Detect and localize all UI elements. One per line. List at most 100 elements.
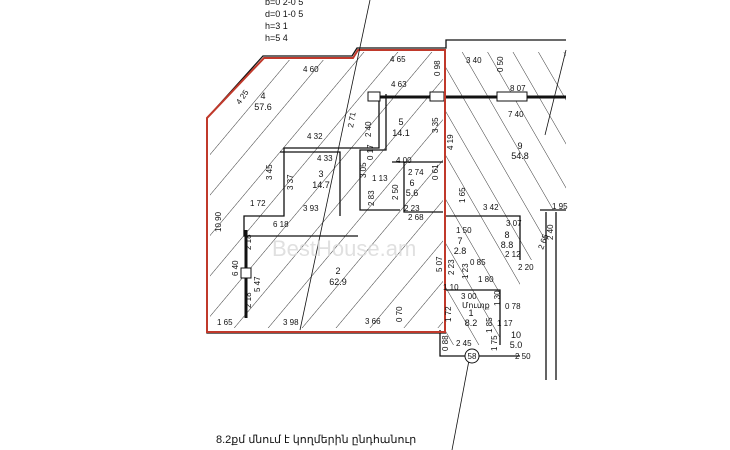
svg-text:2 18: 2 18 bbox=[244, 234, 253, 250]
svg-text:4 60: 4 60 bbox=[303, 65, 319, 74]
svg-text:3 45: 3 45 bbox=[265, 164, 274, 180]
svg-text:9: 9 bbox=[517, 141, 522, 151]
svg-text:7 40: 7 40 bbox=[508, 110, 524, 119]
svg-text:3 66: 3 66 bbox=[365, 317, 381, 326]
svg-text:10: 10 bbox=[511, 330, 521, 340]
svg-text:14.1: 14.1 bbox=[392, 128, 410, 138]
svg-text:5.6: 5.6 bbox=[406, 188, 419, 198]
svg-text:14.7: 14.7 bbox=[312, 180, 330, 190]
window bbox=[429, 91, 445, 102]
svg-text:0 61: 0 61 bbox=[431, 164, 440, 180]
svg-text:2: 2 bbox=[335, 266, 340, 276]
svg-text:3 40: 3 40 bbox=[466, 56, 482, 65]
svg-text:1 72: 1 72 bbox=[444, 306, 453, 322]
svg-text:4 33: 4 33 bbox=[317, 154, 333, 163]
svg-text:1 72: 1 72 bbox=[250, 199, 266, 208]
svg-text:2 50: 2 50 bbox=[515, 352, 531, 361]
note-line: b=0 2-0 5 bbox=[265, 0, 304, 7]
room-7: 72.8 bbox=[454, 236, 467, 256]
svg-text:3 05: 3 05 bbox=[359, 162, 368, 178]
room-8: 88.8 bbox=[501, 230, 514, 250]
svg-text:2 68: 2 68 bbox=[408, 213, 424, 222]
svg-text:4 32: 4 32 bbox=[307, 132, 323, 141]
svg-text:1 80: 1 80 bbox=[478, 275, 494, 284]
svg-text:Մուտք: Մուտք bbox=[462, 301, 490, 310]
svg-text:4 19: 4 19 bbox=[446, 134, 455, 150]
svg-text:3 93: 3 93 bbox=[303, 204, 319, 213]
svg-text:1 85: 1 85 bbox=[485, 317, 494, 333]
svg-text:8.2: 8.2 bbox=[465, 318, 478, 328]
svg-text:1 95: 1 95 bbox=[552, 202, 568, 211]
svg-text:7: 7 bbox=[457, 236, 462, 246]
svg-text:0 78: 0 78 bbox=[505, 302, 521, 311]
svg-text:1 10: 1 10 bbox=[443, 283, 459, 292]
svg-text:5 07: 5 07 bbox=[435, 256, 444, 272]
svg-text:5 47: 5 47 bbox=[253, 276, 262, 292]
svg-text:54.8: 54.8 bbox=[511, 151, 529, 161]
svg-text:3 42: 3 42 bbox=[483, 203, 499, 212]
room-9: 954.8 bbox=[511, 141, 529, 161]
room-5: 514.1 bbox=[392, 117, 410, 138]
svg-text:0 88: 0 88 bbox=[441, 335, 450, 351]
svg-text:2 83: 2 83 bbox=[367, 190, 376, 206]
window bbox=[496, 91, 528, 102]
svg-text:2 50: 2 50 bbox=[391, 184, 400, 200]
room-10: 105.0 bbox=[510, 330, 523, 350]
leader-line bbox=[451, 354, 471, 450]
neighbor-hatch bbox=[446, 52, 566, 345]
apartment-boundary bbox=[206, 49, 446, 333]
svg-text:3: 3 bbox=[318, 169, 323, 179]
svg-text:3 07: 3 07 bbox=[506, 219, 522, 228]
svg-text:1 75: 1 75 bbox=[490, 335, 499, 351]
svg-text:6 40: 6 40 bbox=[231, 260, 240, 276]
svg-text:4 65: 4 65 bbox=[390, 55, 406, 64]
note-line: d=0 1-0 5 bbox=[265, 9, 304, 19]
svg-text:2 40: 2 40 bbox=[546, 224, 555, 240]
svg-text:0 98: 0 98 bbox=[433, 60, 442, 76]
svg-text:3 35: 3 35 bbox=[431, 117, 440, 133]
svg-text:58: 58 bbox=[468, 352, 477, 361]
svg-text:8 07: 8 07 bbox=[510, 84, 526, 93]
svg-text:2 74: 2 74 bbox=[408, 168, 424, 177]
svg-text:8.8: 8.8 bbox=[501, 240, 514, 250]
window bbox=[367, 91, 381, 102]
svg-text:6 18: 6 18 bbox=[273, 220, 289, 229]
svg-text:0 17: 0 17 bbox=[366, 144, 375, 160]
room-3: 314.7 bbox=[312, 169, 330, 190]
column bbox=[240, 267, 252, 279]
svg-text:0 50: 0 50 bbox=[496, 56, 505, 72]
room-2: 262.9 bbox=[329, 266, 347, 287]
svg-text:5: 5 bbox=[398, 117, 403, 127]
svg-text:1 13: 1 13 bbox=[372, 174, 388, 183]
leader-line bbox=[544, 49, 567, 136]
svg-text:1: 1 bbox=[468, 308, 473, 318]
svg-text:2 23: 2 23 bbox=[404, 204, 420, 213]
svg-text:2 40: 2 40 bbox=[364, 121, 373, 137]
svg-text:10 90: 10 90 bbox=[214, 211, 223, 232]
svg-text:2 45: 2 45 bbox=[456, 339, 472, 348]
plan-notes: b=0 2-0 5 d=0 1-0 5 h=3 1 h=5 4 bbox=[265, 0, 303, 44]
svg-text:62.9: 62.9 bbox=[329, 277, 347, 287]
note-line: h=5 4 bbox=[265, 33, 288, 43]
svg-text:2.8: 2.8 bbox=[454, 246, 467, 256]
svg-text:1 65: 1 65 bbox=[217, 318, 233, 327]
watermark: BestHouse.am bbox=[272, 236, 416, 261]
svg-text:0 85: 0 85 bbox=[470, 258, 486, 267]
svg-text:1 50: 1 50 bbox=[456, 226, 472, 235]
svg-text:1 17: 1 17 bbox=[497, 319, 513, 328]
svg-text:1 30: 1 30 bbox=[493, 290, 502, 306]
entrance-marker: 58 bbox=[464, 348, 480, 364]
svg-text:3 98: 3 98 bbox=[283, 318, 299, 327]
caption: 8.2քմ մնում է կողմերին ընդհանուր bbox=[216, 434, 417, 446]
svg-text:2 12: 2 12 bbox=[505, 250, 521, 259]
apartment-hatch bbox=[210, 52, 443, 328]
svg-text:1 65: 1 65 bbox=[458, 187, 467, 203]
note-line: h=3 1 bbox=[265, 21, 288, 31]
svg-text:2 18: 2 18 bbox=[244, 292, 253, 308]
svg-text:57.6: 57.6 bbox=[254, 102, 272, 112]
room-4: 457.6 bbox=[254, 91, 272, 112]
dimension-labels: 4 60 4 65 4 25 4 63 4 32 4 33 2 71 2 40 … bbox=[214, 55, 568, 361]
svg-text:1 23: 1 23 bbox=[461, 263, 470, 279]
svg-text:3 37: 3 37 bbox=[286, 174, 295, 190]
